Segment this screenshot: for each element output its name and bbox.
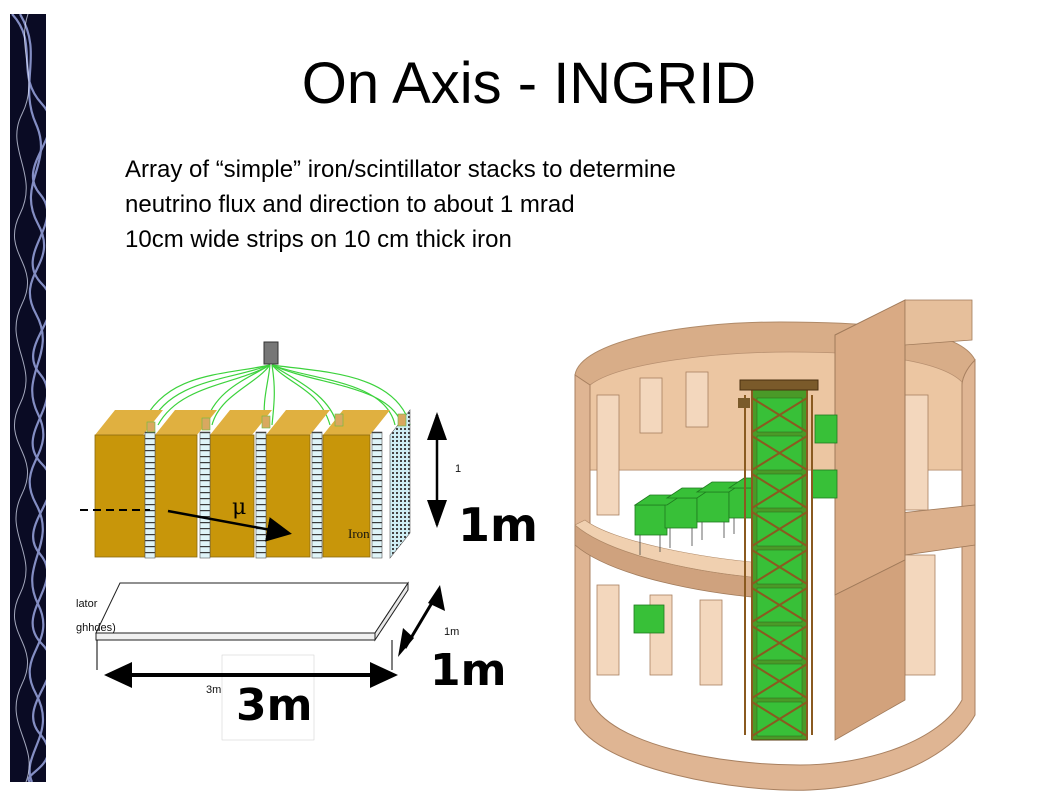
readout-box [263, 341, 279, 365]
decorative-side-strip [10, 14, 46, 782]
slide-title: On Axis - INGRID [301, 51, 757, 116]
bullet-3: 10cm wide strips on 10 cm thick iron [125, 226, 512, 253]
width-label-small: 3m [206, 684, 221, 696]
height-arrow-head-bottom [427, 500, 447, 528]
muon-track-arrow [167, 509, 292, 542]
bullet-1: Array of “simple” iron/scintillator stac… [125, 156, 676, 183]
bullet-2: neutrino flux and direction to about 1 m… [125, 191, 575, 218]
depth-arrow-head-bottom [398, 628, 414, 657]
iron-stack [94, 409, 411, 559]
height-arrow-head-top [427, 412, 447, 440]
hall-cylinder [574, 358, 976, 791]
height-label-small: 1 [455, 463, 461, 475]
scint-label-1: lator [76, 598, 98, 610]
width-label-box [221, 654, 315, 741]
side-strip-pattern [11, 14, 46, 782]
wall-openings [596, 371, 936, 686]
width-arrow-head-right [370, 662, 398, 688]
right-partition [834, 299, 906, 596]
scint-label-2: ghhdes) [76, 622, 116, 634]
partition-lower [834, 559, 906, 741]
width-label-big: 3m [236, 680, 312, 731]
depth-label-small: 1m [444, 626, 459, 638]
muon-label: μ [232, 495, 246, 520]
height-label-big: 1m [458, 498, 538, 552]
width-arrow-head-left [104, 662, 132, 688]
right-partition-side [904, 299, 973, 346]
vertical-module-tower [738, 379, 819, 741]
scintillator-plane-side [374, 581, 409, 642]
depth-label-big: 1m [430, 645, 506, 696]
bullet-list: Array of “simple” iron/scintillator stac… [125, 152, 925, 257]
depth-arrow-head-top [428, 585, 445, 611]
iron-label: Iron [348, 526, 370, 541]
